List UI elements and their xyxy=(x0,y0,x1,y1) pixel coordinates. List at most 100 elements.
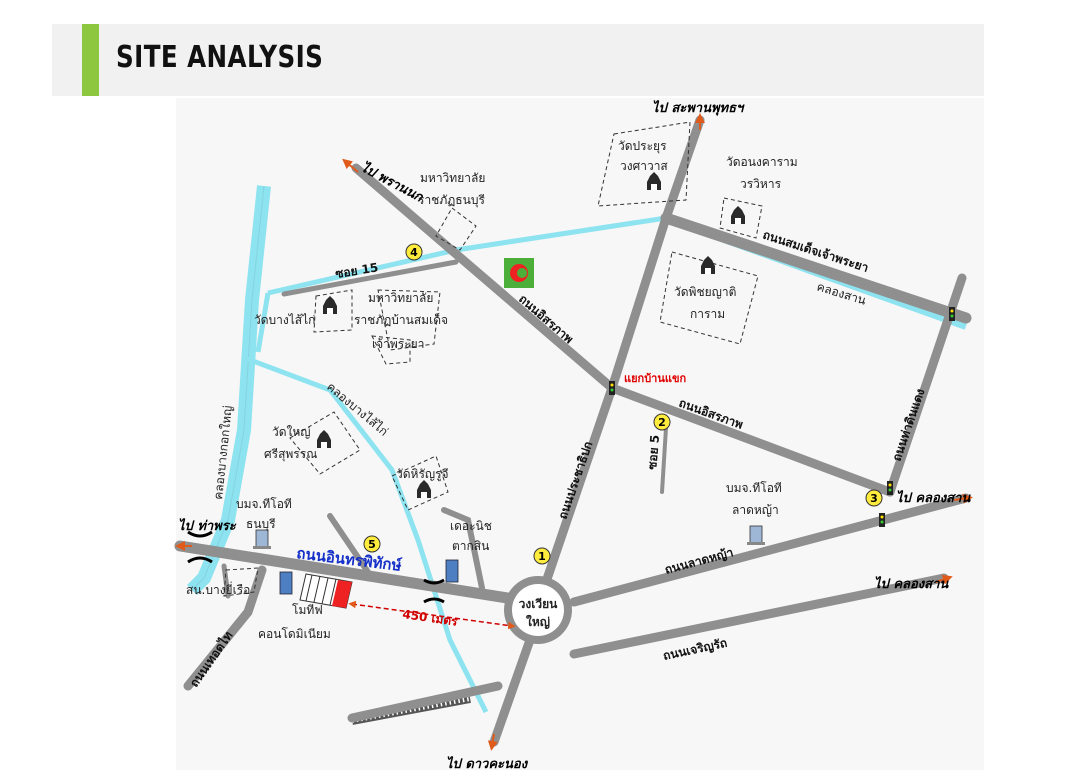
traffic-light-icon xyxy=(609,381,615,395)
label-bansomdej-2: ราชภัฏบ้านสมเด็จ xyxy=(354,312,448,327)
project-site xyxy=(299,573,353,609)
marker-3: 3 xyxy=(865,489,883,507)
label-wat-yai-1: วัดใหญ่ xyxy=(272,425,311,439)
road-south xyxy=(489,635,535,747)
arrow-east-2 xyxy=(935,574,953,585)
label-bansomdej-1: มหาวิทยาลัย xyxy=(368,291,433,305)
label-bang-yi-rua-police: สน.บางยี่เรือ xyxy=(186,581,250,597)
temple-icon xyxy=(647,172,661,190)
header-accent-bar xyxy=(82,24,99,96)
traffic-light-icon xyxy=(887,481,893,495)
label-tot-lat-ya-1: บมจ.ทีโอที xyxy=(726,481,782,495)
map-background xyxy=(176,98,984,770)
label-to-dao-khanong: ไป ดาวคะนอง xyxy=(446,756,529,772)
label-wat-prayurawong-1: วัดประยุร xyxy=(618,139,667,154)
temple-icons xyxy=(317,172,745,498)
arrow-northwest xyxy=(342,158,359,173)
canal-link-west xyxy=(255,292,271,353)
label-dhonburi-rajabhat-1: มหาวิทยาลัย xyxy=(420,171,485,185)
label-motif-2: คอนโดมิเนียม xyxy=(258,627,331,641)
road-soi-west xyxy=(327,513,375,581)
label-tot-thonburi-1: บมจ.ทีโอที xyxy=(236,497,292,511)
road-soi-5 xyxy=(660,426,668,494)
road-soi-hiran xyxy=(441,507,485,591)
canal-bangkok-yai-edge xyxy=(191,185,265,591)
label-tha-din-daeng: ถนนท่าดินแดง xyxy=(890,387,928,463)
road-soi-15 xyxy=(281,259,459,297)
temple-icon xyxy=(417,480,431,498)
traffic-light-icon xyxy=(879,513,885,527)
label-charoen-rat: ถนนเจริญรัถ xyxy=(662,636,729,663)
label-soi-15: ซอย 15 xyxy=(334,260,379,281)
label-wat-phitchaya-1: วัดพิชยญาติ xyxy=(674,285,736,299)
label-to-tha-phra: ไป ท่าพระ xyxy=(178,518,237,534)
label-to-saphan-phut: ไป สะพานพุทธฯ xyxy=(652,100,745,116)
bridge-west xyxy=(187,530,213,564)
building-icon xyxy=(445,559,459,583)
marker-4: 4 xyxy=(405,243,423,261)
canal-bang-sai-kai-north xyxy=(267,215,667,296)
label-the-chic-2: ตากสิน xyxy=(452,539,489,553)
label-wat-yai-2: ศรีสุพรรณ xyxy=(264,447,317,462)
label-ban-khaek-junction: แยกบ้านแขก xyxy=(624,372,686,385)
road-soi-police xyxy=(221,563,231,599)
canal-bang-sai-kai xyxy=(244,355,489,714)
road-prachathipok xyxy=(541,115,705,587)
road-thoet-thai xyxy=(183,565,267,691)
office-building-icons xyxy=(253,525,765,595)
temple-icon xyxy=(323,296,337,314)
traffic-light-icon xyxy=(949,307,955,321)
place-outlines xyxy=(223,121,763,597)
svg-text:1: 1 xyxy=(538,550,546,563)
label-distance: 450 เมตร xyxy=(402,607,459,629)
label-tot-thonburi-2: ธนบุรี xyxy=(246,517,276,532)
temple-icon xyxy=(317,430,331,448)
place-labels: วัดประยุร วงศาวาส วัดอนงคาราม วรวิหาร มห… xyxy=(186,139,798,641)
marker-1: 1 xyxy=(533,547,551,565)
label-wat-hiranruchi: วัดหิรัญรูจี xyxy=(396,467,449,482)
road-intharaphithak xyxy=(174,540,526,606)
temple-icon xyxy=(731,206,745,224)
road-somdet-chao-phraya xyxy=(660,212,972,324)
label-wongwian-yai-1: วงเวียน xyxy=(519,597,558,611)
temple-icon xyxy=(701,256,715,274)
label-soi-5: ซอย 5 xyxy=(645,434,662,470)
label-dhonburi-rajabhat-2: ราชภัฏธนบุรี xyxy=(418,193,485,208)
label-motif-1: โมทีฟ xyxy=(292,603,323,617)
building-icon xyxy=(279,571,293,595)
header-band xyxy=(52,24,984,96)
label-wat-anong-1: วัดอนงคาราม xyxy=(726,155,798,169)
company-logo-icon xyxy=(504,258,534,288)
marker-2: 2 xyxy=(653,413,671,431)
label-tot-lat-ya-2: ลาดหญ้า xyxy=(732,503,779,517)
road-charoen-rat xyxy=(347,573,949,723)
page-title: SITE ANALYSIS xyxy=(116,40,324,75)
svg-text:5: 5 xyxy=(368,538,376,551)
svg-text:4: 4 xyxy=(410,246,418,259)
label-wat-prayurawong-2: วงศาวาส xyxy=(620,159,668,173)
wongwian-yai-roundabout xyxy=(504,576,572,644)
distance-indicator xyxy=(348,600,516,630)
label-the-chic-1: เดอะนิช xyxy=(450,519,492,533)
label-wongwian-yai-2: ใหญ่ xyxy=(526,614,550,629)
marker-5: 5 xyxy=(363,535,381,553)
direction-arrows xyxy=(175,113,973,751)
label-to-khlong-san-1: ไป คลองสาน xyxy=(896,490,971,506)
svg-text:3: 3 xyxy=(870,492,878,505)
numbered-markers: 1 2 3 4 5 xyxy=(363,243,883,565)
label-to-khlong-san-2: ไป คลองสาน xyxy=(874,576,949,592)
arrow-east-1 xyxy=(953,493,973,504)
label-wat-phitchaya-2: การาม xyxy=(690,307,725,321)
arrow-south xyxy=(487,733,498,751)
building-icon xyxy=(747,525,765,545)
svg-text:2: 2 xyxy=(658,416,666,429)
label-khlong-bang-sai-kai: คลองบางไส้ไก่ xyxy=(324,380,391,439)
road-lat-ya xyxy=(569,493,971,607)
traffic-lights xyxy=(609,307,955,527)
label-wat-anong-2: วรวิหาร xyxy=(740,177,782,191)
label-bansomdej-3: เจ้าพระยา xyxy=(372,337,424,351)
building-icon xyxy=(253,529,271,549)
label-wat-bang-sai-kai: วัดบางไส้ไก่ xyxy=(254,313,315,327)
label-thoet-thai: ถนนเทอดไท xyxy=(186,628,235,690)
